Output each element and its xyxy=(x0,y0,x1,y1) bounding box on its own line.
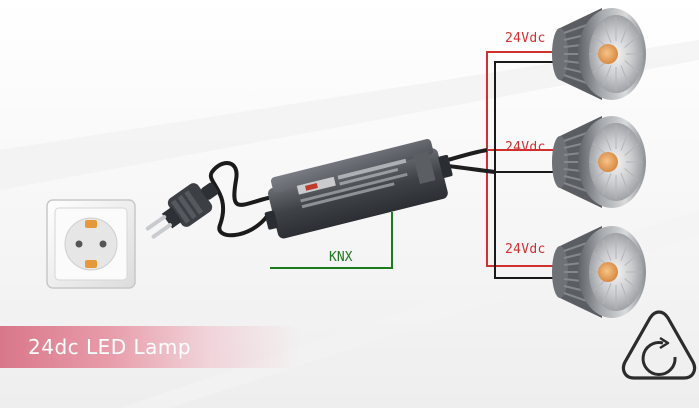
dimmer-logo-icon xyxy=(621,310,697,380)
voltage-label: 24Vdc xyxy=(505,31,546,46)
title-banner xyxy=(0,326,300,368)
voltage-label: 24Vdc xyxy=(505,242,546,257)
mains-cable xyxy=(208,161,270,238)
voltage-label: 24Vdc xyxy=(505,140,546,155)
knx-label: KNX xyxy=(329,250,353,265)
led-spotlight-icon xyxy=(552,116,646,208)
led-spotlight-icon xyxy=(552,8,646,100)
power-socket-icon xyxy=(46,199,136,289)
led-wiring xyxy=(486,51,568,279)
page-title: 24dc LED Lamp xyxy=(28,335,192,359)
led-driver-icon xyxy=(264,139,453,239)
knx-bus-line xyxy=(270,212,393,269)
power-plug-icon xyxy=(145,182,219,239)
led-spotlight-icon xyxy=(552,226,646,318)
